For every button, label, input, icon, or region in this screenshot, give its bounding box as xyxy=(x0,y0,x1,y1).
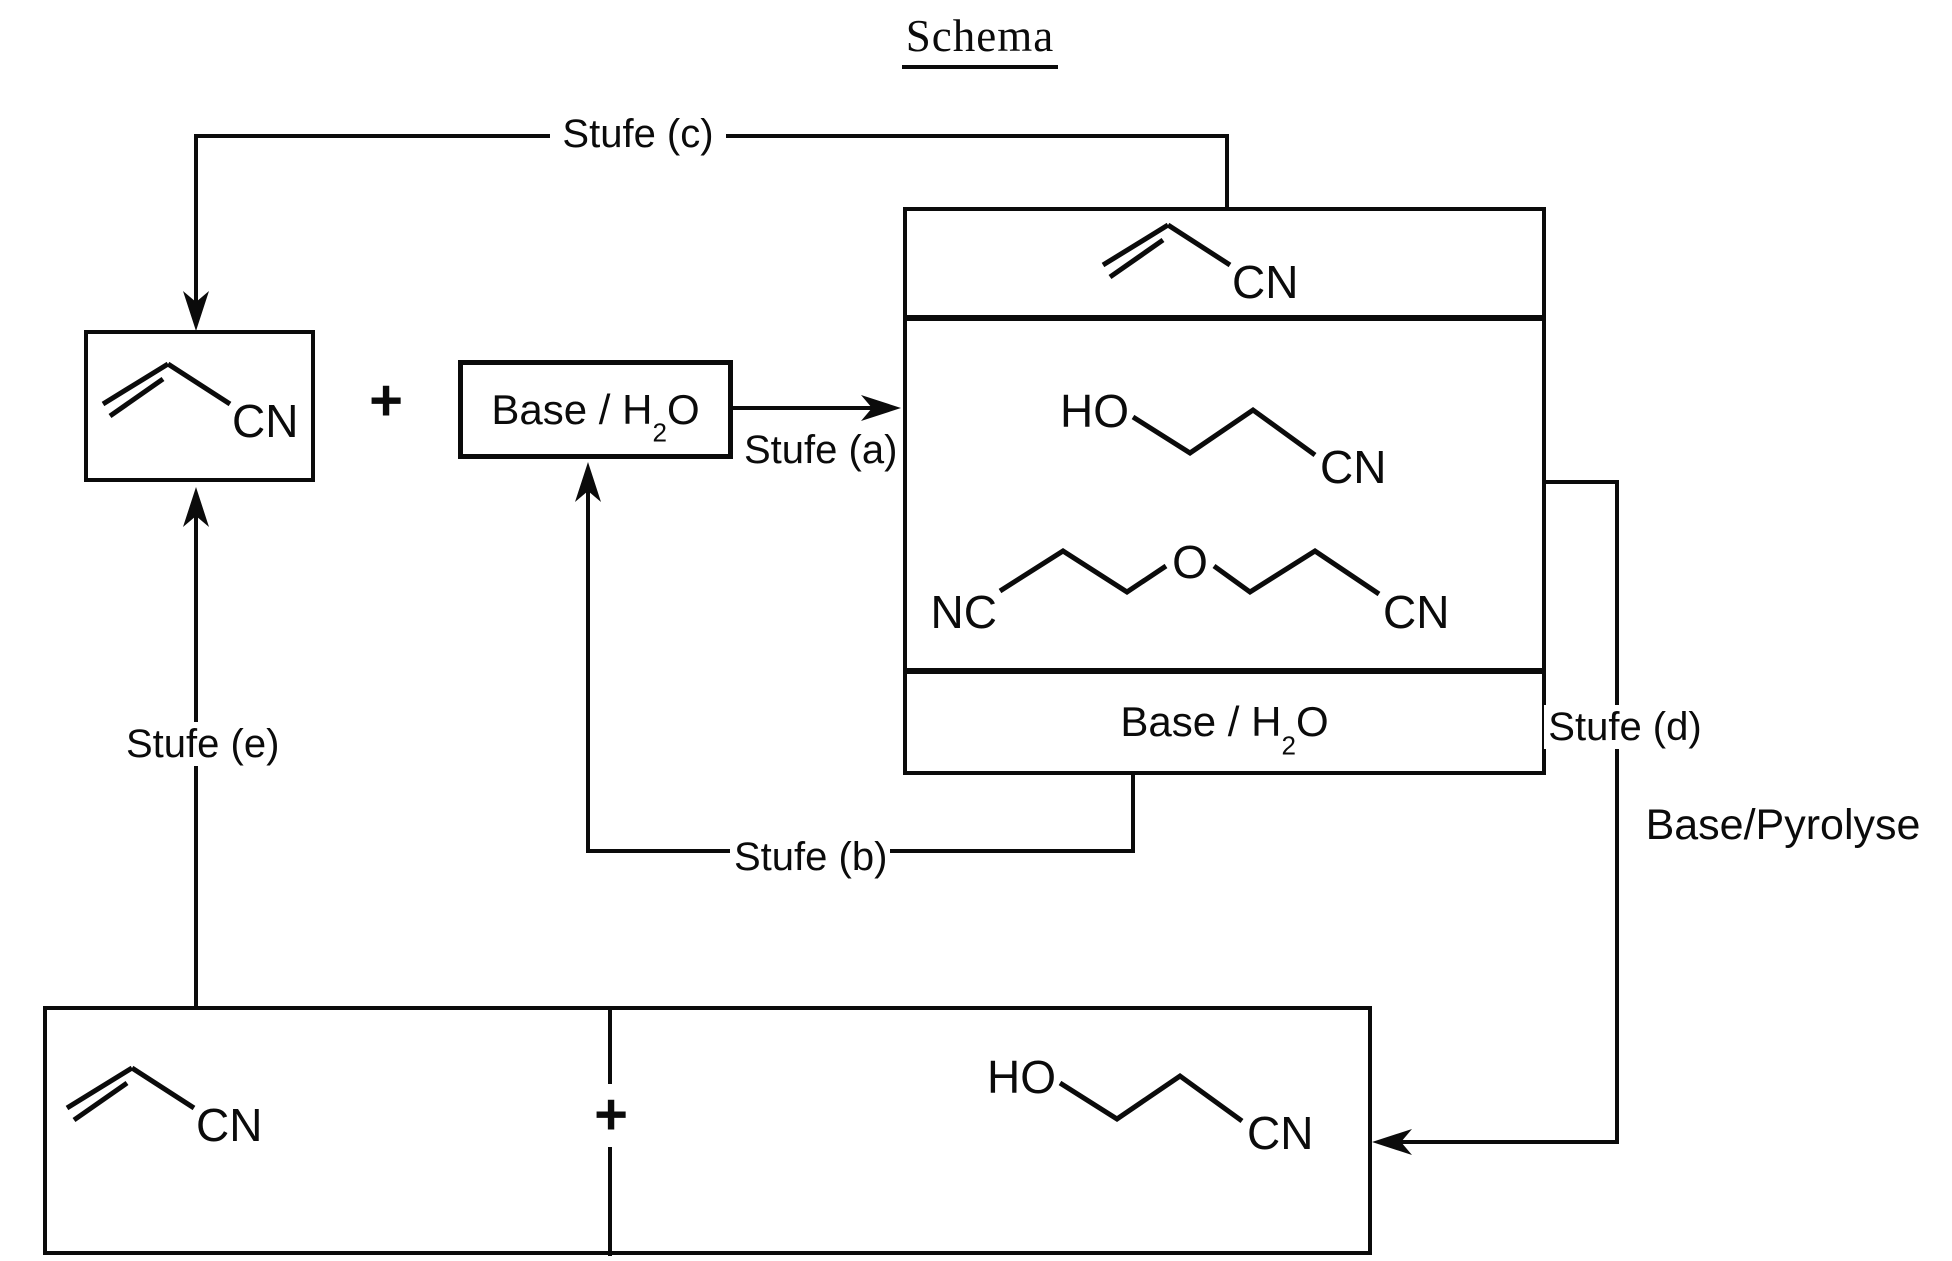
cn-atom-label: CN xyxy=(1383,586,1449,638)
page-title-text: Schema xyxy=(901,10,1059,69)
cn-atom-label: CN xyxy=(232,395,298,447)
nc-atom-label: NC xyxy=(931,586,997,638)
base-water-text: Base / H xyxy=(491,385,653,433)
arrowhead-down-icon xyxy=(183,291,209,331)
cn-atom-label: CN xyxy=(196,1099,262,1151)
page-title: Schema xyxy=(790,10,1170,69)
base-water-subscript: 2 xyxy=(1281,730,1296,761)
acrylonitrile-structure-2: CN xyxy=(1101,222,1298,308)
acrylonitrile-box xyxy=(84,330,315,482)
base-water-text-end: O xyxy=(1295,698,1329,745)
stufe-b-label: Stufe (b) xyxy=(730,835,890,879)
acrylonitrile-structure-1: CN xyxy=(101,361,298,447)
recycle-products-box xyxy=(43,1006,1372,1255)
ho-atom-label: HO xyxy=(1060,385,1129,437)
stufe-d-arrow xyxy=(1372,480,1619,1155)
cn-atom-label: CN xyxy=(1247,1107,1313,1159)
cn-atom-label: CN xyxy=(1232,256,1298,308)
arrowhead-up-icon xyxy=(183,487,209,527)
stufe-a-arrow xyxy=(733,395,901,421)
hydroxypropionitrile-structure-2: HO CN xyxy=(987,1051,1313,1159)
plus-operator-top: + xyxy=(354,370,418,433)
base-water-text-end: O xyxy=(666,385,700,433)
cn-atom-label: CN xyxy=(1320,441,1386,493)
acrylonitrile-structure-3: CN xyxy=(65,1065,262,1151)
dicyanoethyl-ether-structure: NC O CN xyxy=(931,536,1450,638)
stufe-c-label: Stufe (c) xyxy=(550,112,726,156)
products-box-separator-top xyxy=(905,315,1544,321)
ho-atom-label: HO xyxy=(987,1051,1056,1103)
base-water-box xyxy=(458,360,733,459)
plus-operator-bottom: + xyxy=(579,1084,643,1147)
stufe-e-label: Stufe (e) xyxy=(122,722,280,766)
o-atom-label: O xyxy=(1172,536,1208,588)
products-box-separator-bottom xyxy=(905,668,1544,674)
stufe-d-label: Stufe (d) xyxy=(1544,705,1706,749)
base-water-subscript: 2 xyxy=(652,417,667,448)
base-water-text: Base / H xyxy=(1120,698,1282,745)
base-pyrolyse-label: Base/Pyrolyse xyxy=(1633,802,1933,850)
products-box xyxy=(903,207,1546,775)
stufe-a-label: Stufe (a) xyxy=(740,428,897,472)
arrowhead-up-icon xyxy=(575,462,601,502)
arrowhead-right-icon xyxy=(861,395,901,421)
arrowhead-left-icon xyxy=(1372,1129,1412,1155)
hydroxypropionitrile-structure-1: HO CN xyxy=(1060,385,1386,493)
